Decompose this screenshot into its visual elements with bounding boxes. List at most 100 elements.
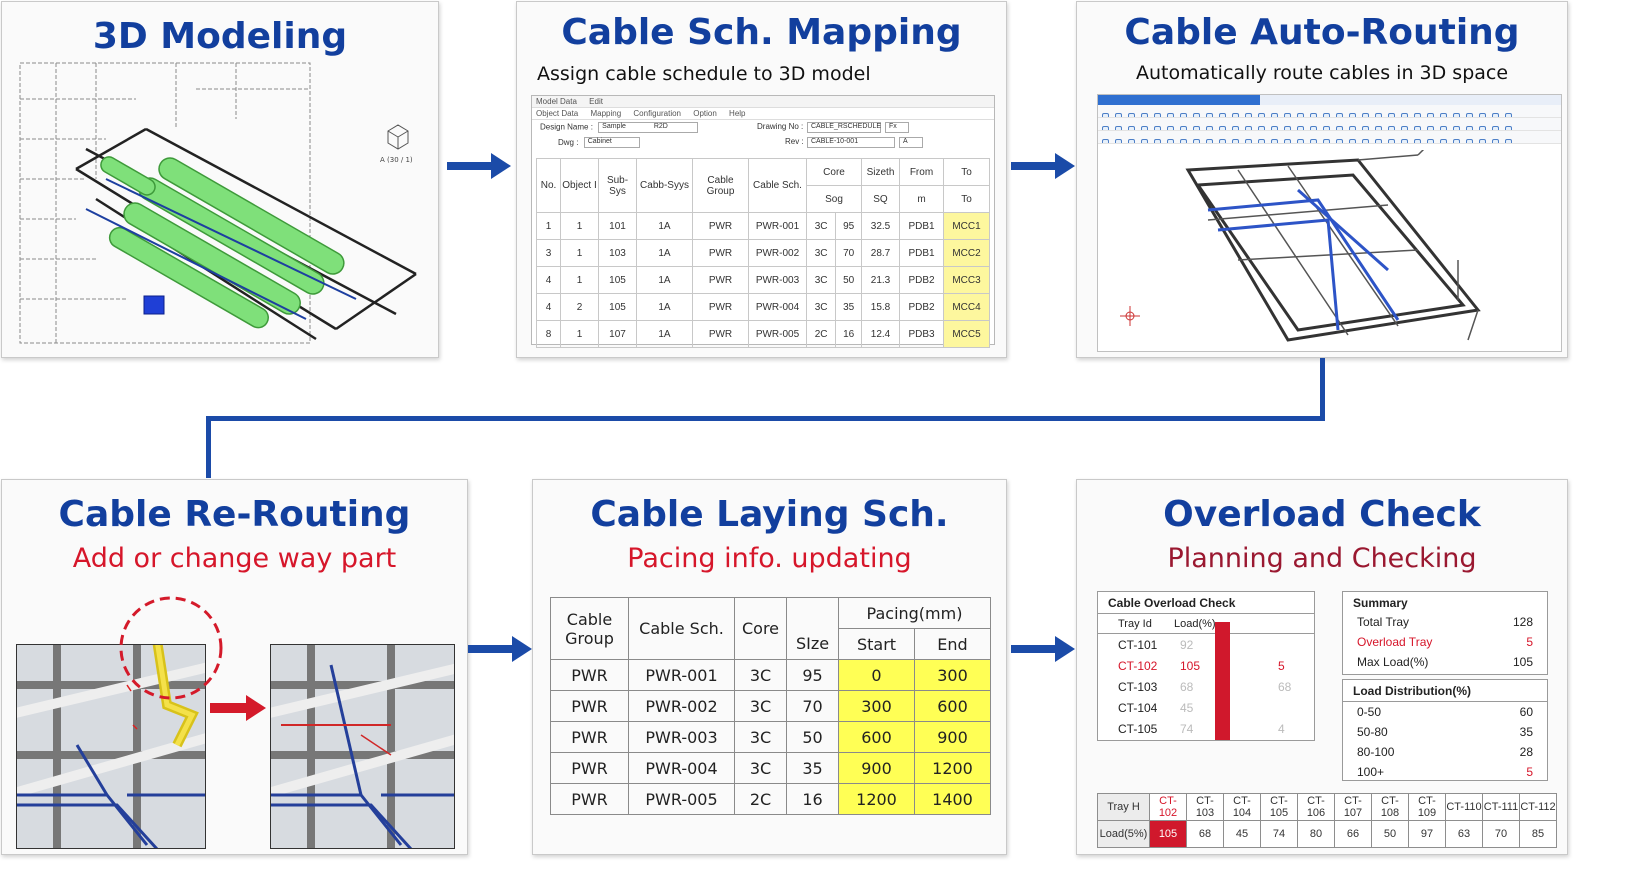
- table-cell: MCC2: [943, 239, 990, 267]
- flow-connector-vertical-2: [206, 416, 211, 478]
- panel-overload-check: Overload Check Planning and Checking Cab…: [1076, 479, 1568, 855]
- table-cell: PDB2: [899, 293, 944, 321]
- overload-bar: [1215, 622, 1230, 740]
- table-cell: PDB1: [899, 212, 944, 240]
- table-cell: 3: [536, 239, 561, 267]
- load-cell: 74: [1260, 820, 1298, 848]
- panel-subtitle: Planning and Checking: [1167, 543, 1477, 574]
- table-cell: 50: [835, 266, 862, 294]
- menu-option[interactable]: Option: [693, 109, 717, 118]
- drawing-no-field[interactable]: CABLE_RSCHEDULE: [807, 122, 881, 133]
- panel-title: Cable Sch. Mapping: [561, 12, 962, 53]
- tray-load: 68: [1180, 680, 1194, 694]
- tray-header: Tray H: [1097, 793, 1150, 821]
- laying-schedule-table: Cable Group Cable Sch. Core SIze Pacing(…: [550, 597, 991, 815]
- menu-help[interactable]: Help: [729, 109, 746, 118]
- table-cell: PWR: [550, 690, 629, 722]
- col-to: To: [943, 158, 990, 186]
- menu-object-data[interactable]: Object Data: [536, 109, 579, 118]
- panel-title: Cable Re-Routing: [58, 494, 411, 535]
- table-cell: 1A: [636, 266, 693, 294]
- table-cell: 3C: [734, 721, 787, 753]
- table-cell: 70: [786, 690, 839, 722]
- sub-from: m: [899, 185, 944, 213]
- flow-arrow-5: [1011, 636, 1075, 662]
- overload-check-title: Cable Overload Check: [1098, 592, 1314, 614]
- cable-schedule-table: No. Object I Sub-Sys Cabb-Syys Cable Gro…: [536, 158, 990, 348]
- toolbar-row-3[interactable]: [1098, 131, 1561, 144]
- table-cell: 3C: [734, 690, 787, 722]
- table-cell: 107: [598, 320, 637, 348]
- table-cell: MCC5: [943, 320, 990, 348]
- table-cell: PDB3: [899, 320, 944, 348]
- rev-field[interactable]: CABLE-10-001: [807, 137, 895, 148]
- table-cell: 2C: [805, 320, 837, 348]
- col-cable-group: Cable Group: [692, 158, 749, 213]
- panel-title: Overload Check: [1163, 494, 1481, 535]
- menu-configuration[interactable]: Configuration: [633, 109, 681, 118]
- load-distribution-title: Load Distribution(%): [1343, 680, 1547, 702]
- load-cell: 85: [1519, 820, 1557, 848]
- table-cell: 1: [560, 320, 599, 348]
- tray-cell: CT-109: [1408, 793, 1446, 821]
- table-cell: 35: [835, 293, 862, 321]
- panel-subtitle: Assign cable schedule to 3D model: [537, 63, 871, 85]
- sub-size: SQ: [861, 185, 900, 213]
- table-cell: 3C: [734, 659, 787, 691]
- menu-mapping[interactable]: Mapping: [590, 109, 622, 118]
- tray-id: CT-105: [1118, 722, 1158, 736]
- col-start: Start: [838, 628, 915, 660]
- drawing-extra-field[interactable]: Fx: [885, 122, 909, 133]
- col-core: Core: [806, 158, 862, 186]
- table-cell: 3C: [805, 266, 837, 294]
- toolbar-row-1[interactable]: [1098, 105, 1561, 118]
- table-cell: PWR-004: [628, 752, 735, 784]
- table-cell: PWR: [692, 239, 749, 267]
- overload-header-row: Tray Id Load(%): [1098, 614, 1314, 634]
- panel-cable-auto-routing: Cable Auto-Routing Automatically route c…: [1076, 1, 1568, 358]
- tray-cell: CT-106: [1297, 793, 1335, 821]
- tray-load: 74: [1180, 722, 1194, 736]
- design-name-field[interactable]: Sample R2D: [598, 122, 699, 133]
- table-cell: PWR-005: [628, 783, 735, 815]
- toolbar-row-2[interactable]: [1098, 118, 1561, 131]
- tray-cell: CT-108: [1371, 793, 1409, 821]
- table-cell: 1: [536, 212, 561, 240]
- app-title-bar: [1098, 95, 1561, 105]
- panel-subtitle: Automatically route cables in 3D space: [1135, 62, 1509, 84]
- dwg-field[interactable]: Cabinet: [583, 137, 640, 148]
- table-cell: PWR-005: [748, 320, 807, 348]
- load-header: Load(5%): [1097, 820, 1150, 848]
- 3d-model-view: A (30 / 1): [19, 62, 417, 344]
- panel-3d-modeling: 3D Modeling: [1, 1, 439, 358]
- menu-model-data[interactable]: Model Data: [536, 97, 577, 106]
- table-cell: 900: [838, 752, 915, 784]
- table-cell: 3C: [805, 212, 837, 240]
- table-cell: 1400: [914, 783, 991, 815]
- menu-edit[interactable]: Edit: [589, 97, 603, 106]
- rev-extra-field[interactable]: A: [899, 137, 923, 148]
- table-cell: 1A: [636, 293, 693, 321]
- tray-id: CT-103: [1118, 680, 1158, 694]
- table-cell: 21.3: [861, 266, 900, 294]
- table-cell: 35: [786, 752, 839, 784]
- tray-id: CT-104: [1118, 701, 1158, 715]
- col-cable-sch: Cable Sch.: [628, 597, 735, 660]
- flow-arrow-1: [447, 153, 511, 179]
